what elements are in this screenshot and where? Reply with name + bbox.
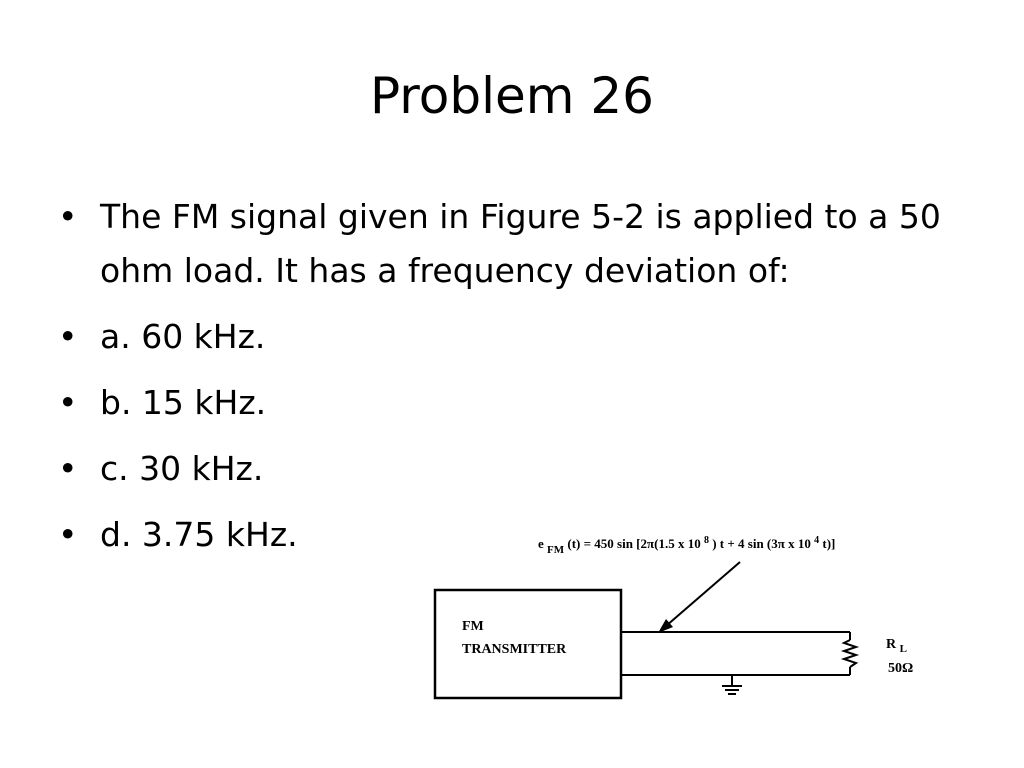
transmitter-label-line1: FM	[462, 619, 484, 634]
fm-equation: e FM (t) = 450 sin [2π(1.5 x 10 8 ) t + …	[538, 531, 835, 556]
arrow-head-icon	[658, 619, 673, 633]
bullet-option-a: • a. 60 kHz.	[58, 310, 958, 364]
bullet-icon: •	[58, 197, 78, 236]
ground-icon	[722, 685, 742, 695]
equation-lhs: e	[538, 536, 544, 551]
bullet-option-b: • b. 15 kHz.	[58, 376, 958, 430]
option-b-text: b. 15 kHz.	[100, 383, 267, 422]
bullet-icon: •	[58, 317, 78, 356]
bullet-icon: •	[58, 515, 78, 554]
option-a-text: a. 60 kHz.	[100, 317, 266, 356]
bullet-option-d: • d. 3.75 kHz.	[58, 508, 958, 562]
transmitter-box	[433, 588, 623, 700]
load-value: 50Ω	[888, 661, 913, 676]
question-text: The FM signal given in Figure 5-2 is app…	[100, 197, 941, 290]
bullet-option-c: • c. 30 kHz.	[58, 442, 958, 496]
load-label: R L	[886, 637, 907, 655]
equation-rhs: (t) = 450 sin [2π(1.5 x 10	[567, 536, 700, 551]
equation-end: t)]	[822, 536, 835, 551]
option-d-text: d. 3.75 kHz.	[100, 515, 298, 554]
bullet-icon: •	[58, 383, 78, 422]
slide-title: Problem 26	[370, 67, 654, 125]
pointer-arrow-line	[665, 561, 741, 627]
equation-mid: ) t + 4 sin (3π x 10	[712, 536, 811, 551]
equation-subscript: FM	[547, 544, 565, 556]
load-label-subscript: L	[900, 643, 907, 655]
transmitter-label-line2: TRANSMITTER	[462, 642, 567, 657]
option-c-text: c. 30 kHz.	[100, 449, 264, 488]
circuit-figure: e FM (t) = 450 sin [2π(1.5 x 10 8 ) t + …	[433, 531, 913, 700]
bullet-question: • The FM signal given in Figure 5-2 is a…	[58, 190, 958, 298]
resistor-icon	[840, 639, 860, 668]
equation-exponent-1: 8	[704, 535, 709, 546]
bullet-list: • The FM signal given in Figure 5-2 is a…	[58, 190, 958, 574]
bullet-icon: •	[58, 449, 78, 488]
equation-exponent-2: 4	[814, 535, 819, 546]
load-label-main: R	[886, 637, 897, 652]
